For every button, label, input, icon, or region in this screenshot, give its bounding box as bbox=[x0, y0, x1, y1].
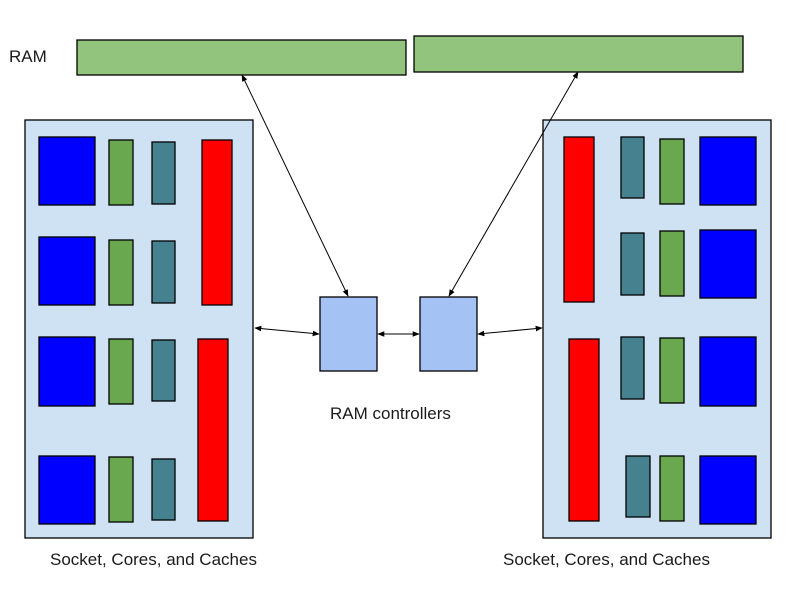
l2-cache bbox=[151, 240, 176, 304]
l2-cache bbox=[151, 339, 176, 402]
arrow-controller-left-to-ram bbox=[241, 74, 349, 297]
core bbox=[38, 136, 96, 206]
ram-controllers-label: RAM controllers bbox=[330, 404, 451, 423]
l2-cache bbox=[620, 136, 645, 199]
socket-left-label: Socket, Cores, and Caches bbox=[50, 550, 257, 569]
core bbox=[38, 236, 96, 306]
arrow-socket-left-controller-left bbox=[254, 325, 320, 337]
core bbox=[38, 336, 96, 407]
l3-cache bbox=[197, 338, 229, 522]
l2-cache bbox=[151, 141, 176, 205]
l3-cache bbox=[563, 136, 595, 303]
l2-cache bbox=[625, 455, 651, 518]
ram-module-right bbox=[413, 35, 744, 73]
ram-label: RAM bbox=[9, 47, 47, 66]
l1-cache bbox=[108, 456, 134, 523]
l1-cache bbox=[659, 337, 685, 404]
l1-cache bbox=[108, 338, 134, 405]
core bbox=[699, 336, 757, 407]
ram-controller-right bbox=[419, 296, 478, 372]
ram-module-left bbox=[76, 39, 407, 76]
core bbox=[699, 229, 757, 299]
l2-cache bbox=[620, 336, 645, 400]
l3-cache bbox=[568, 338, 600, 522]
l1-cache bbox=[659, 230, 685, 297]
l1-cache bbox=[659, 455, 685, 522]
l2-cache bbox=[151, 458, 176, 521]
l1-cache bbox=[108, 239, 134, 306]
socket-left bbox=[24, 119, 254, 539]
ram-controller-left bbox=[319, 296, 378, 372]
core bbox=[38, 455, 96, 525]
l2-cache bbox=[620, 232, 645, 296]
socket-right-label: Socket, Cores, and Caches bbox=[503, 550, 710, 569]
socket-right bbox=[542, 119, 772, 539]
l3-cache bbox=[201, 139, 233, 306]
l1-cache bbox=[659, 138, 685, 205]
arrow-controller-right-to-ram bbox=[448, 71, 579, 297]
arrow-controller-right-socket-right bbox=[477, 325, 543, 337]
core bbox=[699, 136, 757, 206]
core bbox=[699, 455, 757, 525]
l1-cache bbox=[108, 139, 134, 206]
